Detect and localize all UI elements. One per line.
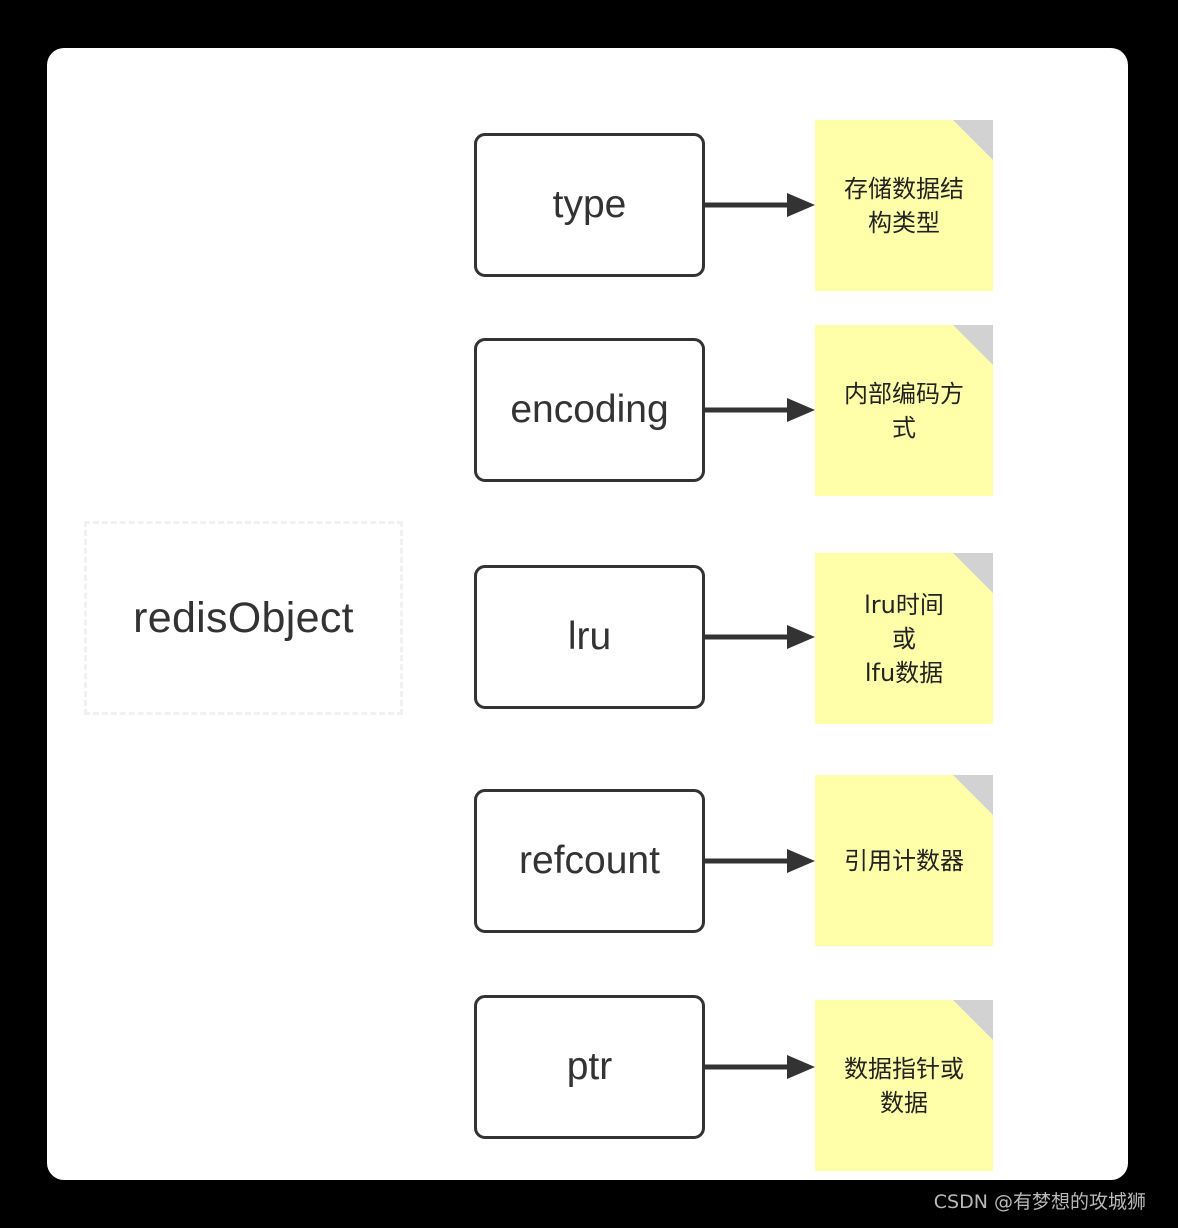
group-label: redisObject: [133, 593, 354, 642]
field-label-refcount: refcount: [519, 839, 660, 882]
note-background: [815, 775, 993, 946]
note-background: [815, 553, 993, 724]
arrow-type: [702, 192, 817, 218]
arrow-lru: [702, 624, 817, 650]
note-background: [815, 325, 993, 496]
note-text-type: 存储数据结 构类型: [815, 120, 993, 291]
field-label-encoding: encoding: [510, 388, 669, 431]
note-line: 或: [892, 624, 916, 653]
redis-object-group: redisObject: [84, 521, 403, 715]
note-line: lfu数据: [864, 658, 944, 687]
field-box-type[interactable]: type: [474, 133, 705, 277]
note-encoding: 内部编码方 式: [815, 325, 993, 496]
note-line: 式: [892, 413, 916, 442]
note-line: 存储数据结: [844, 174, 964, 203]
note-refcount: 引用计数器: [815, 775, 993, 946]
note-ptr: 数据指针或 数据: [815, 1000, 993, 1171]
watermark: CSDN @有梦想的攻城狮: [933, 1191, 1146, 1213]
field-label-type: type: [552, 183, 627, 226]
note-line: 引用计数器: [844, 846, 964, 875]
diagram-canvas: redisObject type 存储数据结 构类型 encoding: [47, 48, 1128, 1180]
note-line: 构类型: [868, 208, 940, 237]
arrow-ptr: [702, 1054, 817, 1080]
arrow-encoding: [702, 397, 817, 423]
note-background: [815, 1000, 993, 1171]
field-box-refcount[interactable]: refcount: [474, 789, 705, 933]
note-text-encoding: 内部编码方 式: [815, 325, 993, 496]
note-type: 存储数据结 构类型: [815, 120, 993, 291]
field-box-ptr[interactable]: ptr: [474, 995, 705, 1139]
field-label-lru: lru: [567, 615, 612, 658]
note-background: [815, 120, 993, 291]
note-text-lru: lru时间 或 lfu数据: [815, 553, 993, 724]
note-line: 内部编码方: [844, 379, 964, 408]
note-text-ptr: 数据指针或 数据: [815, 1000, 993, 1171]
note-lru: lru时间 或 lfu数据: [815, 553, 993, 724]
note-text-refcount: 引用计数器: [815, 775, 993, 946]
note-line: 数据: [880, 1088, 928, 1117]
note-line: 数据指针或: [844, 1054, 964, 1083]
arrow-refcount: [702, 848, 817, 874]
field-box-lru[interactable]: lru: [474, 565, 705, 709]
note-line: lru时间: [864, 590, 944, 619]
field-label-ptr: ptr: [566, 1045, 613, 1088]
field-box-encoding[interactable]: encoding: [474, 338, 705, 482]
